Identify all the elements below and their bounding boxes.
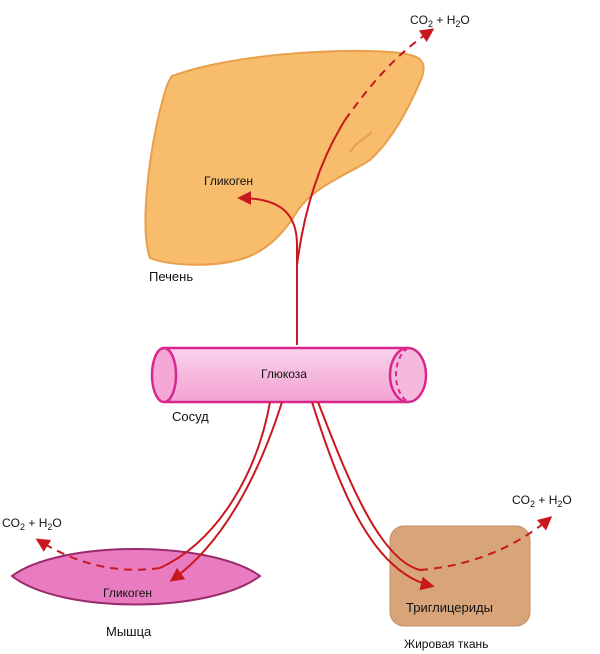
arrow-adipose-to-co2-h2o xyxy=(419,516,553,571)
liver-lobe-line xyxy=(349,131,373,153)
blood-vessel xyxy=(150,346,428,404)
liver xyxy=(144,49,425,266)
vessel-left-opening xyxy=(150,346,178,404)
liver-shape xyxy=(144,49,425,266)
arrow-muscle-to-co2-h2o xyxy=(35,538,161,571)
vessel-body xyxy=(164,348,408,402)
triglycerides-label: Триглицериды xyxy=(406,600,493,615)
liver-glycogen-label: Гликоген xyxy=(204,174,253,188)
adipose-tissue-label: Жировая ткань xyxy=(404,637,488,651)
muscle xyxy=(10,548,262,606)
glucose-label: Глюкоза xyxy=(261,367,307,381)
arrow-glucose-to-liver-oxidation xyxy=(296,119,346,266)
muscle-glycogen-label: Гликоген xyxy=(103,586,152,600)
arrow-glucose-to-muscle-oxidation xyxy=(159,401,271,569)
arrow-glucose-to-liver-glycogen xyxy=(237,191,298,345)
arrow-glucose-to-triglycerides xyxy=(311,401,435,591)
arrow-glucose-to-muscle-glycogen xyxy=(169,401,283,582)
vessel-label: Сосуд xyxy=(172,409,209,424)
arrow-glucose-to-adipose-oxidation xyxy=(317,401,421,571)
arrow-liver-to-co2-h2o xyxy=(344,28,435,121)
co2-h2o-left-label: CO2 + H2O xyxy=(2,516,62,532)
co2-h2o-top-label: CO2 + H2O xyxy=(410,13,470,29)
co2-h2o-right-label: CO2 + H2O xyxy=(512,493,572,509)
muscle-label: Мышца xyxy=(106,624,152,639)
liver-label: Печень xyxy=(149,269,193,284)
